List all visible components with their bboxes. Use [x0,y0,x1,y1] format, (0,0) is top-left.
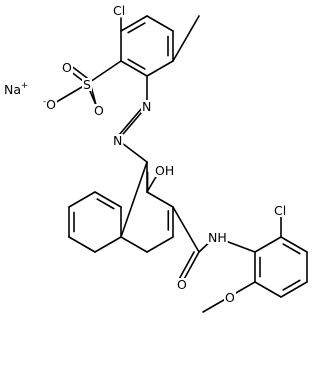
c-o-amide [181,251,200,284]
naph-ring-a-bond-3 [146,236,174,253]
bond-layer [52,15,308,313]
amide-oxygen-label: O [177,277,187,292]
sulfur-label: S [83,77,91,92]
azo-nitrogen-lower-label: N [113,133,122,148]
naph-ring-b-double-0 [96,198,115,210]
label-mask [273,204,288,217]
top-ring-bond-5 [120,15,148,32]
label-mask [154,164,176,177]
anilide-ring-bond-0 [254,236,282,253]
top-ring-bond-4 [146,15,174,32]
c-carbonyl [172,206,200,253]
hydroxyl-label: OH [155,163,174,178]
sulfonyl-oxygen-top-label: O [62,60,72,75]
methyl-bond [172,15,200,62]
label-mask [207,231,228,244]
label-mask [176,278,188,291]
label-mask [112,134,124,147]
sodium-label: Na+ [4,81,28,97]
chlorine-label-top: Cl [113,3,125,18]
naph-ring-b-bond-0 [94,191,122,208]
top-ring-bond-1 [120,60,148,77]
c-s-bond [86,60,122,85]
label-mask [112,4,127,17]
anilide-ring-bond-4 [254,281,282,298]
naph-ring-a-bond-4 [120,236,148,253]
atom-label-layer: Cl Na+ S O O -O N N OH O NH Cl O [3,3,288,305]
naph-ring-b-bond-4 [94,236,122,253]
c-o-amide-double [176,251,195,284]
sulfonate-oxygen-anion-label: -O [43,97,56,112]
naph-ring-b-bond-3 [68,236,96,253]
label-mask [82,78,92,91]
top-ring-double-5 [127,22,146,34]
label-mask [224,291,236,304]
anilide-ring-bond-1 [280,236,308,253]
s-o-anion [52,83,88,105]
top-ring-bond-2 [146,60,174,77]
label-mask [42,98,58,111]
azo-nitrogen-upper-label: N [142,99,151,114]
label-mask [3,82,30,96]
methoxy-oxygen-label: O [225,290,235,305]
anilide-ring-double-3 [282,279,301,291]
naph-ring-a-bond-1 [146,191,174,208]
amide-nh-label: NH [208,230,227,245]
chlorine-label-bottom: Cl [274,203,286,218]
anilide-ring-bond-3 [280,281,308,298]
anilide-ring-double-1 [282,243,301,255]
top-ring-double-1 [127,58,146,70]
label-mask [61,61,73,74]
naph-ring-b-bond-1 [68,191,96,208]
sulfonyl-oxygen-right-label: O [94,103,104,118]
label-mask [93,104,105,117]
naph-ring-a-bond-5 [120,161,148,238]
label-mask [141,100,153,113]
